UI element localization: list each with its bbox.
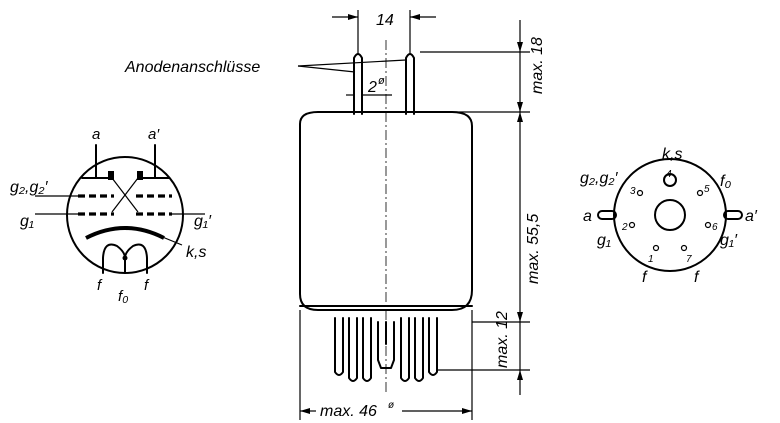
dim-base-height: max. 12 [494, 311, 511, 368]
socket-pin-4 [663, 173, 677, 187]
cross-line-2 [111, 177, 139, 213]
anode-pin-right [405, 53, 415, 115]
pin-number-1: 1 [648, 254, 654, 265]
socket-center-hole [654, 199, 686, 231]
pin-number-3: 3 [630, 186, 636, 197]
socket-label-f-right: f [694, 269, 700, 286]
socket-label-g1-prime: g₁′ [720, 232, 738, 249]
socket-label-g1: g₁ [597, 232, 611, 249]
socket-pin-2 [628, 221, 636, 229]
anode-tab-a-prime [137, 171, 143, 180]
base-pin-5 [400, 317, 410, 382]
dim-18-arrow-top [517, 42, 523, 52]
dim-55-arrow-top [517, 112, 523, 122]
socket-label-ks: k,s [662, 146, 682, 163]
socket-pin-3 [636, 189, 644, 197]
dim-55-arrow-bottom [517, 312, 523, 322]
socket-pin-5 [696, 189, 704, 197]
socket-view: 4 3 2 1 5 6 7 k,s g₂,g₂′ f₀ a a′ g₁ g₁′ … [580, 146, 758, 286]
base-pin-7 [428, 317, 438, 376]
base-pin-1 [334, 317, 344, 376]
anode-leader-1 [297, 65, 356, 73]
label-anode-connections: Anodenanschlüsse [124, 59, 260, 76]
socket-pin-7 [680, 244, 688, 252]
pin-number-2: 2 [621, 222, 628, 233]
dim-pin-height: max. 18 [529, 37, 546, 94]
socket-anode-cap-right [723, 210, 743, 220]
label-f0: f₀ [118, 288, 129, 305]
socket-label-a-prime: a′ [745, 208, 758, 225]
base-pin-6 [414, 317, 424, 382]
socket-pin-1 [652, 244, 660, 252]
socket-label-f0: f₀ [720, 173, 731, 190]
anode-tab-a [108, 171, 114, 180]
tube-schematic: a a′ g₂,g₂′ g₁ g₁′ k,s f f₀ f [10, 126, 212, 305]
socket-outline-circle [613, 158, 727, 272]
dim-body-diameter-symbol: ø [388, 400, 394, 411]
socket-anode-cap-left [597, 210, 617, 220]
anode-pin-left [353, 53, 363, 115]
socket-label-g2: g₂,g₂′ [580, 170, 618, 187]
label-ks: k,s [186, 244, 206, 261]
dim-body-diameter: max. 46 [320, 403, 377, 420]
dim-14-arrow-right [410, 14, 420, 20]
anode-leader-2 [297, 59, 407, 67]
dim-body-height: max. 55,5 [525, 214, 542, 284]
dim-18-arrow-bottom [517, 102, 523, 112]
dim-pin-diameter-symbol: ø [378, 75, 385, 87]
pin-number-4: 4 [666, 169, 672, 180]
label-g1: g₁ [20, 213, 34, 230]
label-a-prime: a′ [148, 126, 160, 143]
socket-label-a: a [583, 208, 592, 225]
cathode-lead [159, 235, 183, 246]
cathode-arc [85, 226, 165, 240]
socket-pin-6 [704, 221, 712, 229]
dim-46-arrow-left [300, 408, 310, 414]
pin-number-6: 6 [712, 222, 718, 233]
pin-number-7: 7 [686, 254, 692, 265]
label-f-left: f [97, 277, 103, 294]
dim-46-arrow-right [462, 408, 472, 414]
label-g2: g₂,g₂′ [10, 179, 48, 196]
base-pin-2 [348, 317, 358, 382]
socket-label-f-left: f [642, 269, 648, 286]
base-pin-3 [362, 317, 372, 382]
dim-pin-diameter: 2 [367, 79, 377, 96]
label-f-right: f [144, 277, 150, 294]
pin-number-5: 5 [704, 184, 710, 195]
dim-12-arrow [517, 370, 523, 380]
dim-pin-spacing: 14 [376, 12, 394, 29]
tube-body [299, 111, 473, 311]
label-g1-prime: g₁′ [194, 213, 212, 230]
label-a: a [92, 126, 100, 143]
dim-14-arrow-left [348, 14, 358, 20]
tube-outline: 14 Anodenanschlüsse 2 ø max. 18 [124, 10, 546, 420]
base-center-key [377, 321, 395, 369]
